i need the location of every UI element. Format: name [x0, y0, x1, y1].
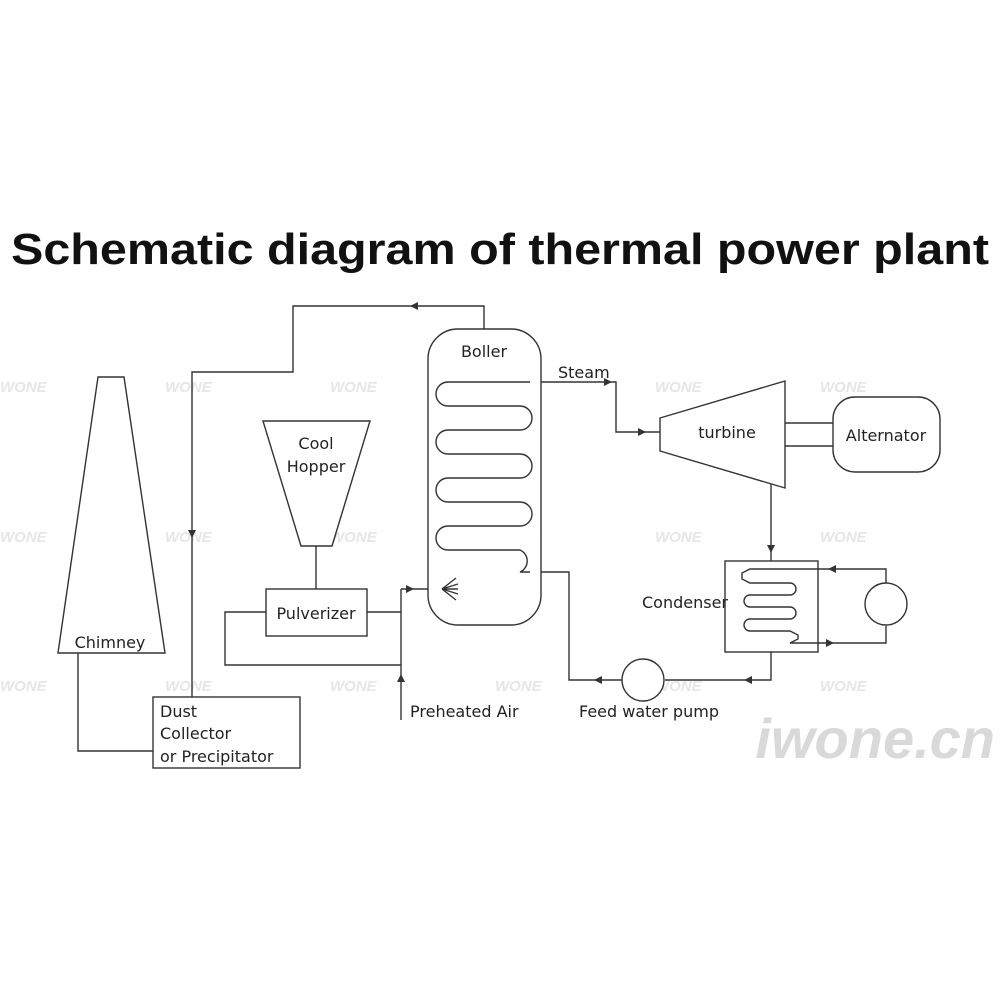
- feed-water-line: [530, 571, 772, 684]
- watermark-text: WONE: [495, 678, 543, 695]
- watermark-text: WONE: [655, 678, 703, 695]
- dust-collector-label-line2: Collector: [160, 724, 232, 743]
- watermark-text: WONE: [0, 379, 48, 396]
- burner-nozzle-icon: [441, 577, 459, 601]
- arrow-head: [767, 545, 775, 553]
- watermark-text: WONE: [165, 379, 213, 396]
- cooling-water-loop: [818, 565, 887, 647]
- watermark-text: WONE: [330, 678, 378, 695]
- watermark-text: WONE: [820, 678, 868, 695]
- hopper-label-line1: Cool: [298, 434, 333, 453]
- arrow-head: [406, 585, 414, 593]
- condenser: Condenser: [642, 560, 819, 653]
- dust-collector-label-line3: or Precipitator: [160, 747, 274, 766]
- watermark-text: WONE: [165, 678, 213, 695]
- boiler-tube-coil: [435, 381, 533, 573]
- hopper-label-line2: Hopper: [287, 457, 346, 476]
- feed-pump-label: Feed water pump: [579, 702, 719, 721]
- cooling-water-pump: [864, 582, 908, 626]
- dust-collector-label-line1: Dust: [160, 702, 197, 721]
- alternator-label: Alternator: [846, 426, 927, 445]
- arrow-head: [828, 565, 836, 573]
- diagram-title: Schematic diagram of thermal power plant: [11, 225, 989, 274]
- turbine: turbine: [659, 380, 786, 489]
- watermark-text: WONE: [655, 529, 703, 546]
- coal-hopper: Cool Hopper: [262, 420, 371, 547]
- brand-watermark: iwone.cn: [755, 707, 995, 770]
- boiler: Boller: [427, 328, 542, 626]
- flue-gas-line: [188, 302, 485, 697]
- dust-collector: Dust Collector or Precipitator: [152, 696, 301, 769]
- arrow-head: [410, 302, 418, 310]
- watermark-text: WONE: [0, 678, 48, 695]
- arrow-head: [188, 530, 196, 538]
- preheated-air-label: Preheated Air: [410, 702, 519, 721]
- pulverizer: Pulverizer: [265, 588, 368, 637]
- arrow-head: [638, 428, 646, 436]
- watermark-text: WONE: [0, 529, 48, 546]
- steam-label: Steam: [558, 363, 610, 382]
- arrow-head: [397, 674, 405, 682]
- watermark-text: WONE: [820, 379, 868, 396]
- watermark-text: WONE: [330, 379, 378, 396]
- watermark-text: WONE: [165, 529, 213, 546]
- chimney-connection-line: [77, 653, 153, 752]
- arrow-head: [604, 378, 612, 386]
- watermark-text: WONE: [655, 379, 703, 396]
- pulverizer-label: Pulverizer: [276, 604, 356, 623]
- watermark-text: WONE: [820, 529, 868, 546]
- turbine-alternator-shaft: [785, 422, 833, 447]
- arrow-head: [744, 676, 752, 684]
- boiler-label: Boller: [461, 342, 508, 361]
- chimney-label: Chimney: [75, 633, 146, 652]
- chimney: Chimney: [57, 376, 166, 654]
- condenser-label: Condenser: [642, 593, 728, 612]
- condenser-coil: [741, 568, 818, 644]
- steam-line: [530, 378, 660, 436]
- arrow-head: [594, 676, 602, 684]
- alternator: Alternator: [832, 396, 941, 473]
- feed-water-pump: Feed water pump: [579, 658, 719, 721]
- turbine-label: turbine: [698, 423, 756, 442]
- watermark-text: WONE: [330, 529, 378, 546]
- arrow-head: [826, 639, 834, 647]
